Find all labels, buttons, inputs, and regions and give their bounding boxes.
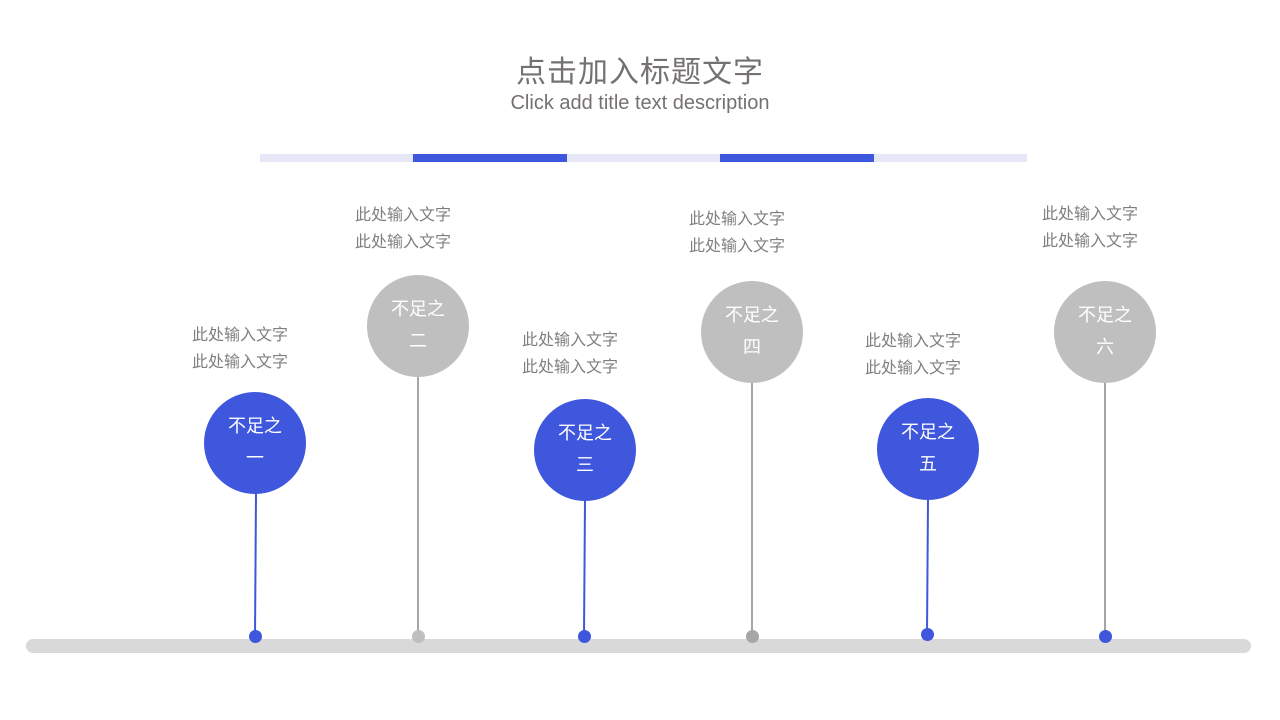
label-line: 此处输入文字: [354, 205, 451, 224]
label-line: 此处输入文字: [864, 331, 961, 350]
milestone-label: 此处输入文字此处输入文字: [657, 205, 817, 259]
label-line: 此处输入文字: [688, 236, 785, 255]
timeline-track: [26, 639, 1251, 653]
deco-segment-light: [873, 154, 1028, 162]
circle-text: 二: [409, 331, 427, 352]
milestone-circle: 不足之二: [367, 275, 469, 377]
circle-text: 四: [743, 337, 761, 358]
deco-segment-light: [260, 154, 414, 162]
page-subtitle: Click add title text description: [510, 92, 770, 114]
milestone-label: 此处输入文字此处输入文字: [833, 327, 993, 381]
circle-text: 五: [919, 454, 937, 475]
deco-segment-light: [566, 154, 721, 162]
milestone-label: 此处输入文字此处输入文字: [323, 201, 483, 255]
milestone-label: 此处输入文字此处输入文字: [490, 326, 650, 380]
circle-text: 不足之: [901, 422, 955, 443]
milestone-circle: 不足之一: [204, 392, 306, 494]
label-line: 此处输入文字: [191, 325, 288, 344]
timeline-dot: [577, 629, 591, 643]
stem-line: [926, 499, 929, 635]
deco-segment-blue: [720, 154, 874, 162]
circle-text: 六: [1096, 337, 1114, 358]
milestone-circle: 不足之四: [701, 281, 803, 383]
stem-line: [583, 500, 586, 637]
label-line: 此处输入文字: [354, 232, 451, 251]
circle-text: 不足之: [391, 299, 445, 320]
label-line: 此处输入文字: [864, 358, 961, 377]
circle-text: 不足之: [725, 305, 779, 326]
circle-text: 三: [576, 455, 594, 476]
label-line: 此处输入文字: [1041, 231, 1138, 250]
label-line: 此处输入文字: [688, 209, 785, 228]
label-line: 此处输入文字: [191, 352, 288, 371]
timeline-dot: [1098, 629, 1112, 643]
milestone-circle: 不足之六: [1054, 281, 1156, 383]
circle-text: 不足之: [558, 423, 612, 444]
circle-text: 一: [246, 448, 264, 469]
decorative-bar: [260, 154, 1028, 162]
timeline-dot: [248, 629, 262, 643]
deco-segment-blue: [413, 154, 567, 162]
label-line: 此处输入文字: [521, 357, 618, 376]
page-title: 点击加入标题文字: [516, 55, 764, 90]
stem-line: [254, 493, 257, 637]
circle-text: 不足之: [1078, 305, 1132, 326]
timeline-dot: [920, 627, 934, 641]
milestone-label: 此处输入文字此处输入文字: [1010, 200, 1170, 254]
label-line: 此处输入文字: [521, 330, 618, 349]
timeline-dot: [745, 629, 759, 643]
milestone-circle: 不足之三: [534, 399, 636, 501]
label-line: 此处输入文字: [1041, 204, 1138, 223]
circle-text: 不足之: [228, 416, 282, 437]
timeline-dot: [411, 629, 425, 643]
milestone-circle: 不足之五: [877, 398, 979, 500]
milestone-label: 此处输入文字此处输入文字: [160, 321, 320, 375]
